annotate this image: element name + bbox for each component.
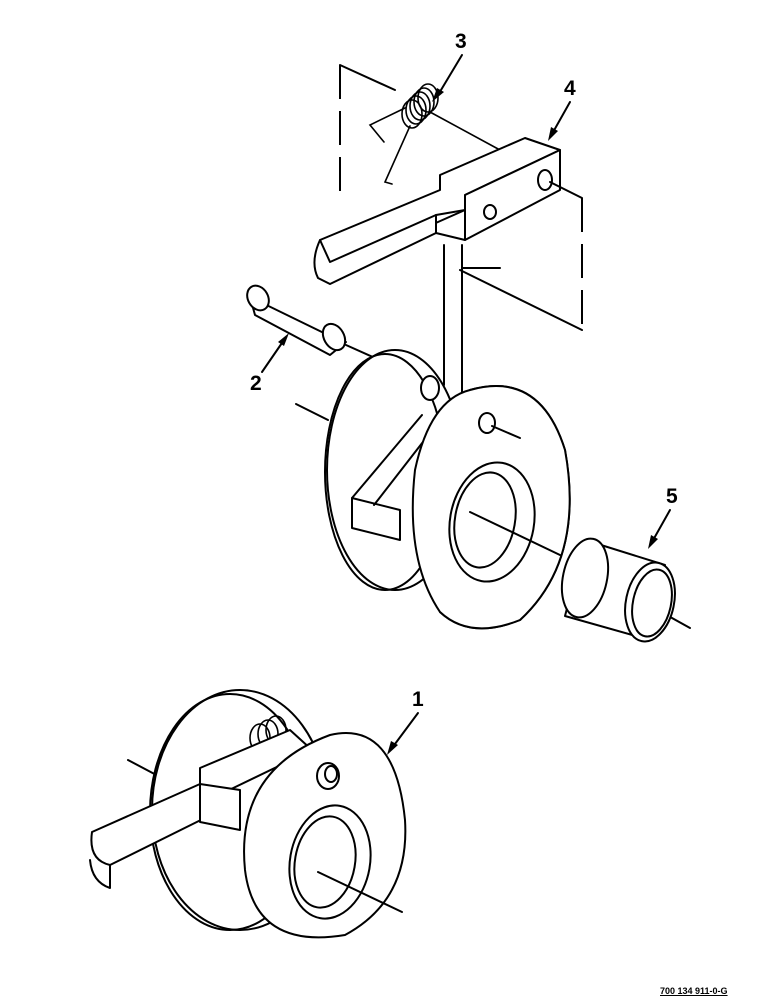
callout-1: 1 — [387, 688, 424, 755]
callout-4-label: 4 — [564, 77, 576, 100]
part-3-torsion-spring — [339, 64, 501, 200]
cam-assembly-exploded — [295, 349, 691, 630]
callout-4: 4 — [548, 77, 576, 141]
part-5-bushing — [560, 537, 676, 643]
callout-3-label: 3 — [455, 30, 467, 53]
part-2-pin — [246, 284, 385, 363]
part-1-cam-assembly — [89, 689, 407, 939]
part-4-lever-arm — [313, 137, 583, 393]
callout-2-label: 2 — [250, 372, 262, 395]
drawing-number: 700 134 911-0-G — [660, 986, 728, 996]
callout-3: 3 — [432, 30, 467, 102]
callout-2: 2 — [250, 333, 289, 395]
callout-1-label: 1 — [412, 688, 424, 711]
callout-5: 5 — [648, 485, 678, 549]
callout-5-label: 5 — [666, 485, 678, 508]
